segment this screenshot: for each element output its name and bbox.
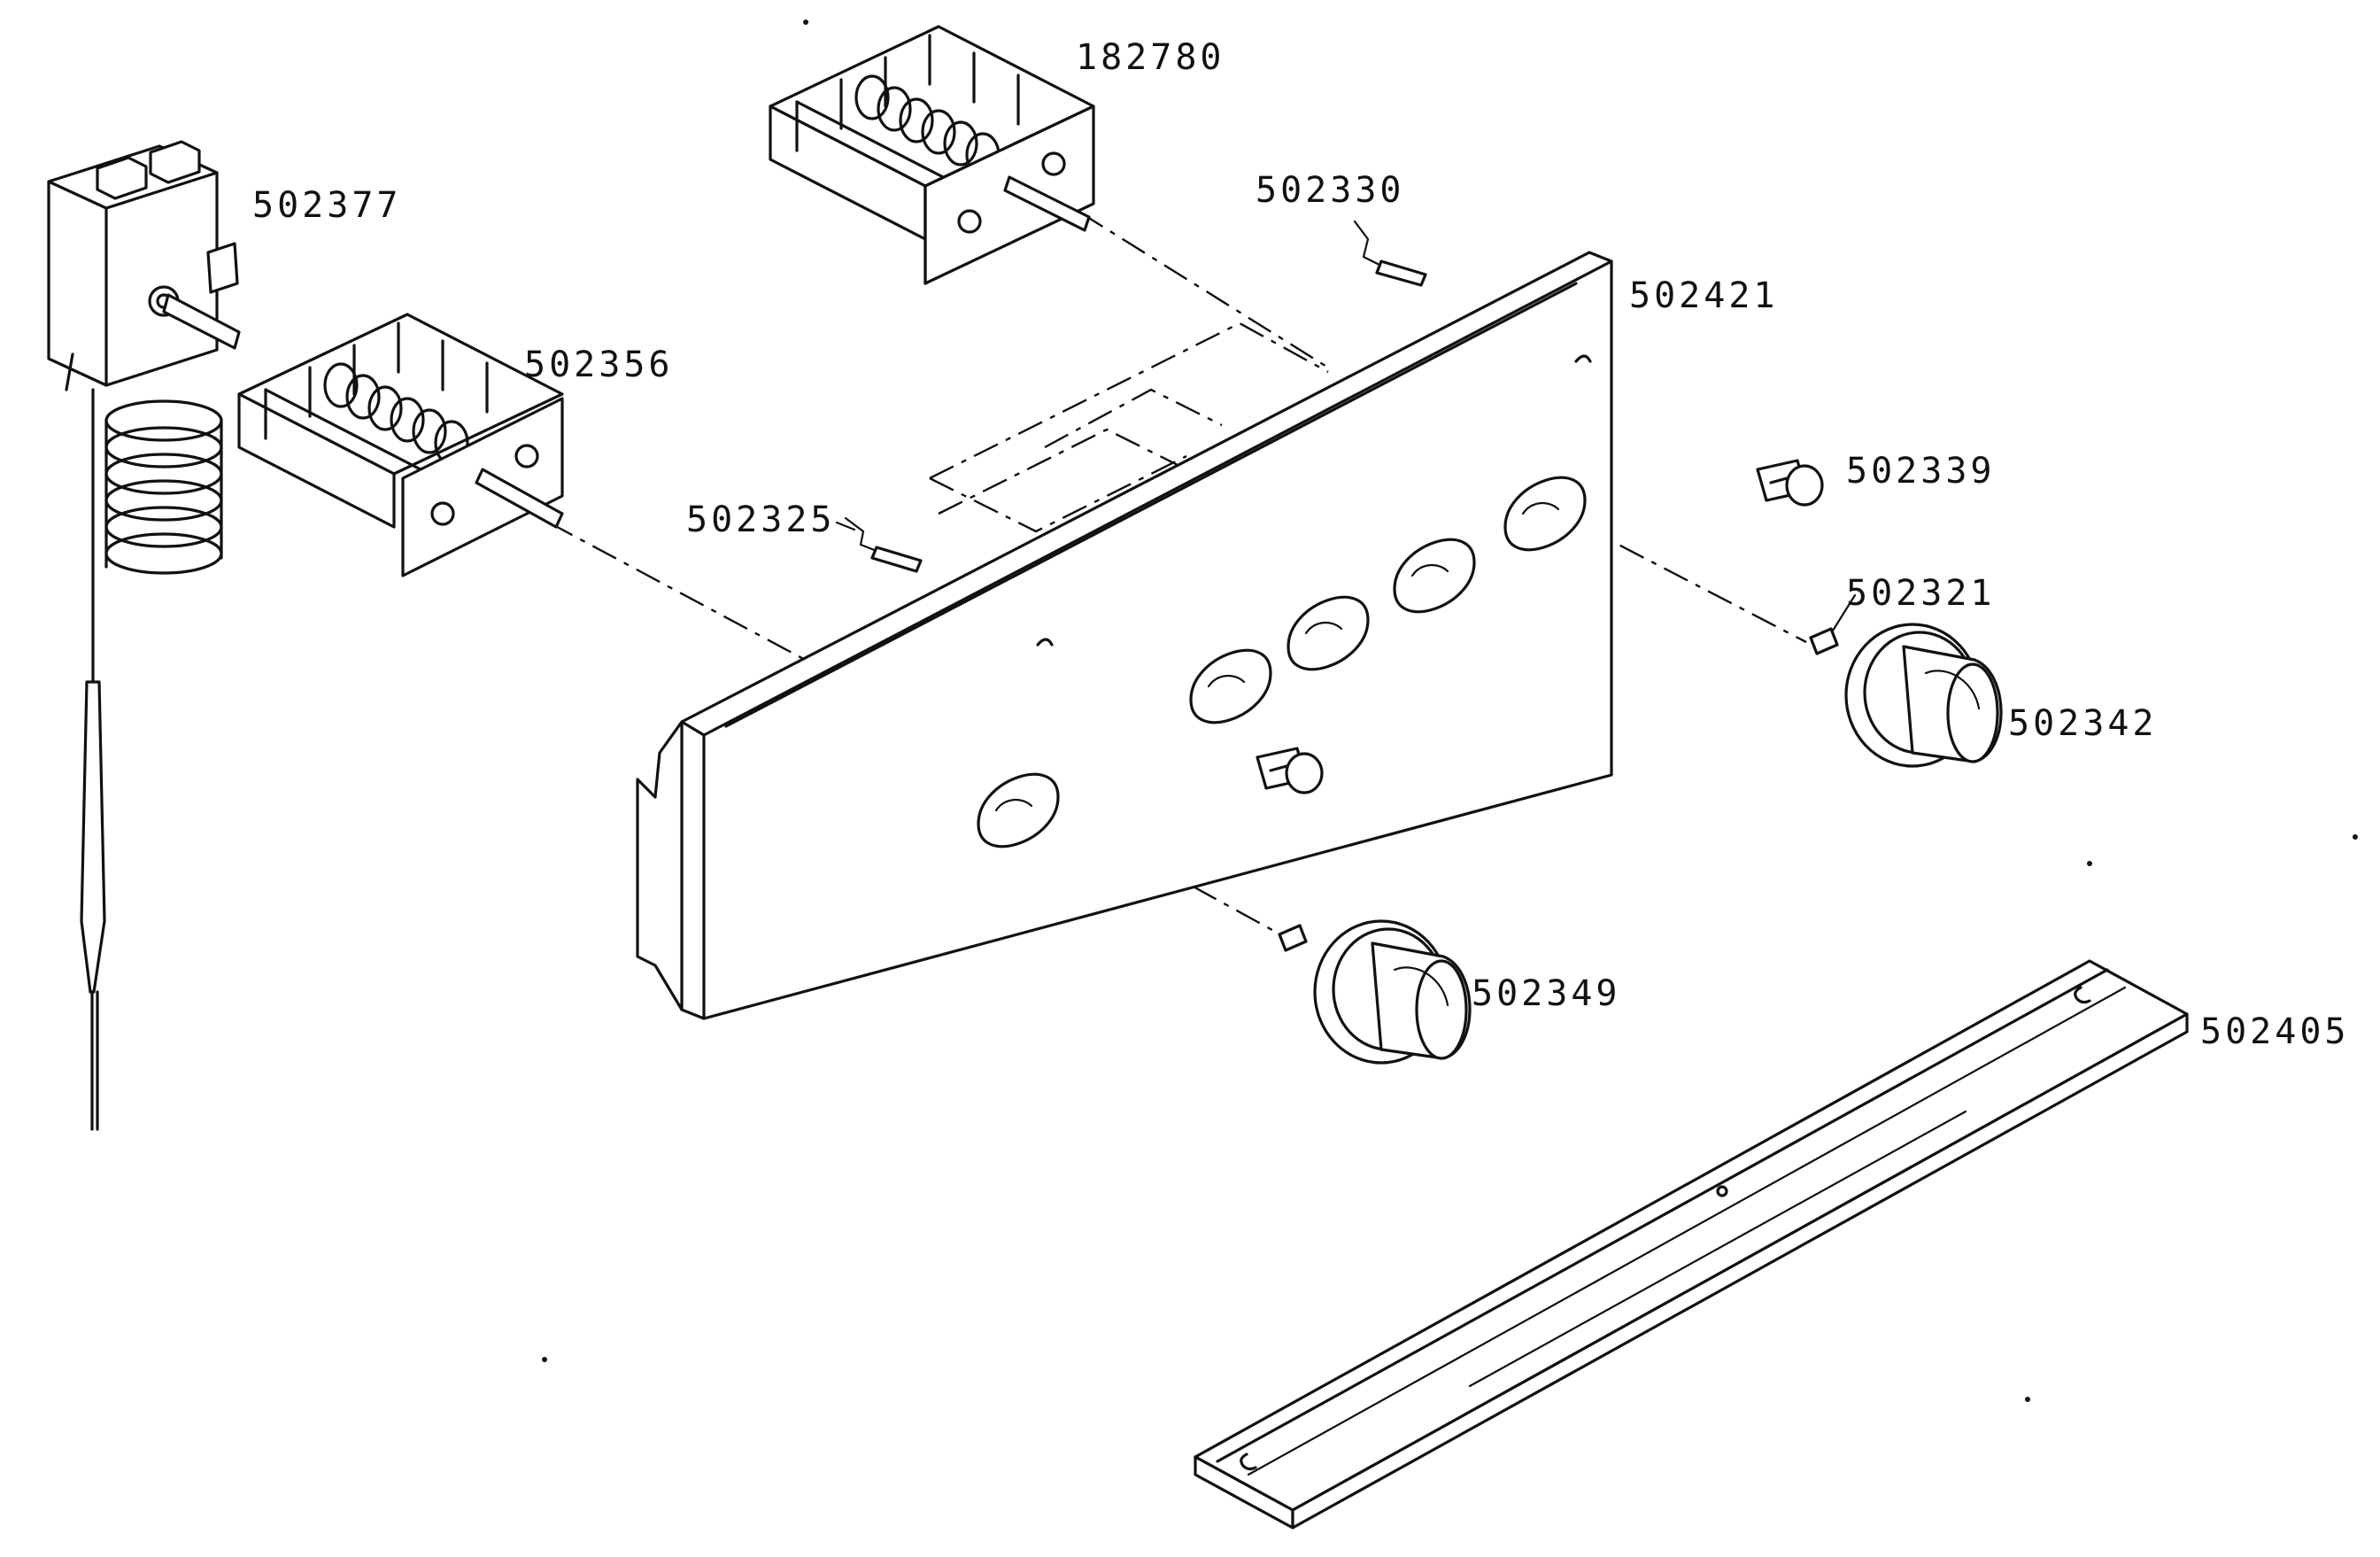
part-label-502325: 502325 (686, 500, 836, 540)
mounting-rail-icon (1194, 959, 2189, 1530)
assembly-lines (548, 211, 1807, 941)
leader-502325 (835, 521, 856, 531)
part-label-502339: 502339 (1846, 451, 1996, 492)
thermostat-capillary-icon (47, 140, 241, 1131)
rotary-switch-top-icon (769, 25, 1095, 285)
control-knob-bottom-icon (1313, 919, 1472, 1065)
part-label-502356: 502356 (524, 345, 674, 385)
part-label-502321: 502321 (1846, 573, 1996, 614)
control-panel-icon (636, 251, 1613, 1020)
part-label-182780: 182780 (1076, 37, 1225, 78)
part-label-502330: 502330 (1256, 170, 1405, 211)
part-label-502349: 502349 (1472, 973, 1621, 1014)
indicator-lamp-right-icon (1756, 459, 1824, 507)
knob-insert-icon (1809, 593, 1857, 655)
control-knob-right-icon (1844, 623, 2003, 768)
rotary-switch-left-icon (237, 313, 564, 577)
knob-insert-small-icon (1278, 924, 1308, 952)
part-label-502342: 502342 (2008, 703, 2158, 744)
clip-top-icon (1353, 220, 1427, 287)
clip-left-icon (844, 516, 923, 573)
indicator-lamp-center-icon (1256, 747, 1324, 794)
part-label-502377: 502377 (252, 185, 402, 226)
part-label-502405: 502405 (2200, 1011, 2350, 1052)
part-label-502421: 502421 (1629, 275, 1779, 316)
scan-specks (542, 19, 2358, 1402)
